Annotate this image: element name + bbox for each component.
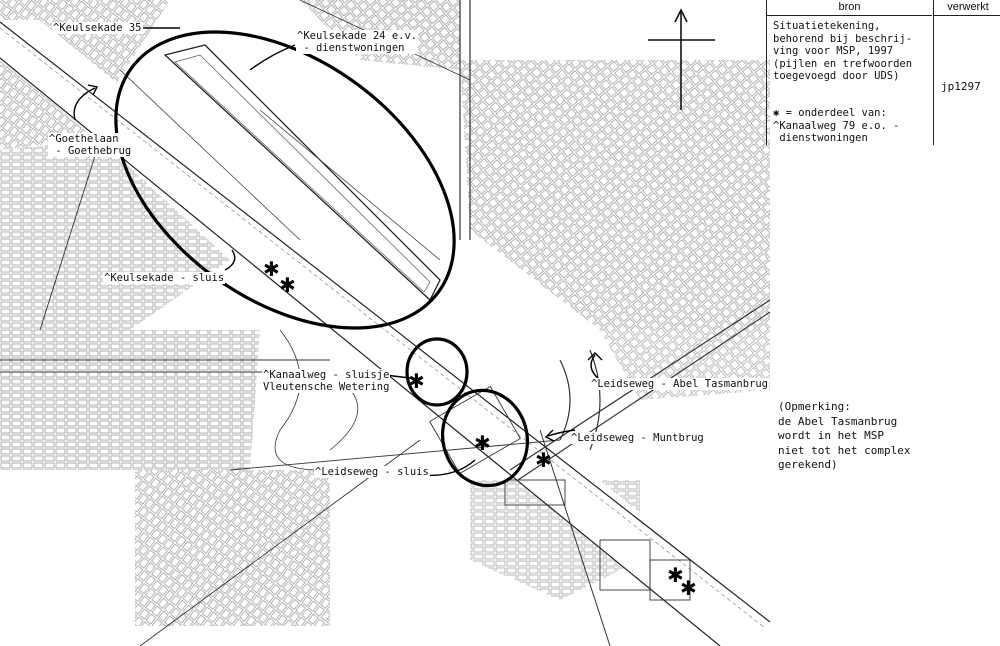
urban-fabric bbox=[0, 0, 770, 626]
lock-basin bbox=[119, 44, 441, 302]
label-keulsekade-sluis: ^Keulsekade - sluis bbox=[103, 272, 226, 284]
label-kanaalweg-sluisje: ^Kanaalweg - sluisje Vleutensche Weterin… bbox=[262, 369, 391, 393]
ellipse-leidseweg bbox=[440, 388, 530, 488]
label-keulsekade-24: ^Keulsekade 24 e.v. - dienstwoningen bbox=[296, 30, 419, 54]
header-verwerkt: verwerkt bbox=[933, 0, 1000, 16]
label-goethelaan: ^Goethelaan - Goethebrug bbox=[48, 133, 133, 157]
north-arrow-icon bbox=[648, 8, 715, 110]
legend-note: ✱ = onderdeel van: ^Kanaalweg 79 e.o. - … bbox=[773, 107, 900, 144]
asterisk-marker-icon: ✱ bbox=[667, 563, 684, 587]
asterisk-marker-icon: ✱ bbox=[680, 576, 697, 600]
asterisk-markers: ✱ ✱ ✱ ✱ ✱ ✱ ✱ bbox=[263, 257, 697, 600]
label-leidseweg-abel: ^Leidseweg - Abel Tasmanbrug bbox=[590, 378, 770, 390]
industrial-plots bbox=[429, 385, 691, 601]
asterisk-marker-icon: ✱ bbox=[474, 431, 491, 455]
header-bron: bron bbox=[767, 0, 932, 16]
asterisk-marker-icon: ✱ bbox=[535, 448, 552, 472]
ellipse-kanaalweg bbox=[405, 337, 469, 407]
label-leidseweg-munt: ^Leidseweg - Muntbrug bbox=[570, 432, 705, 444]
asterisk-marker-icon: ✱ bbox=[263, 257, 280, 281]
info-panel: bron verwerkt Situatietekening, behorend… bbox=[766, 0, 1000, 145]
panel-divider bbox=[933, 15, 934, 145]
asterisk-marker-icon: ✱ bbox=[408, 369, 425, 393]
asterisk-marker-icon: ✱ bbox=[279, 273, 296, 297]
processing-code: jp1297 bbox=[941, 80, 981, 93]
label-leidseweg-sluis: ^Leidseweg - sluis bbox=[314, 466, 430, 478]
roads bbox=[0, 0, 771, 646]
source-description: Situatietekening, behorend bij beschrij-… bbox=[773, 20, 913, 82]
label-keulsekade-35: ^Keulsekade 35 bbox=[52, 22, 143, 34]
remark-note: (Opmerking: de Abel Tasmanbrug wordt in … bbox=[778, 400, 911, 471]
leader-lines bbox=[73, 27, 603, 477]
